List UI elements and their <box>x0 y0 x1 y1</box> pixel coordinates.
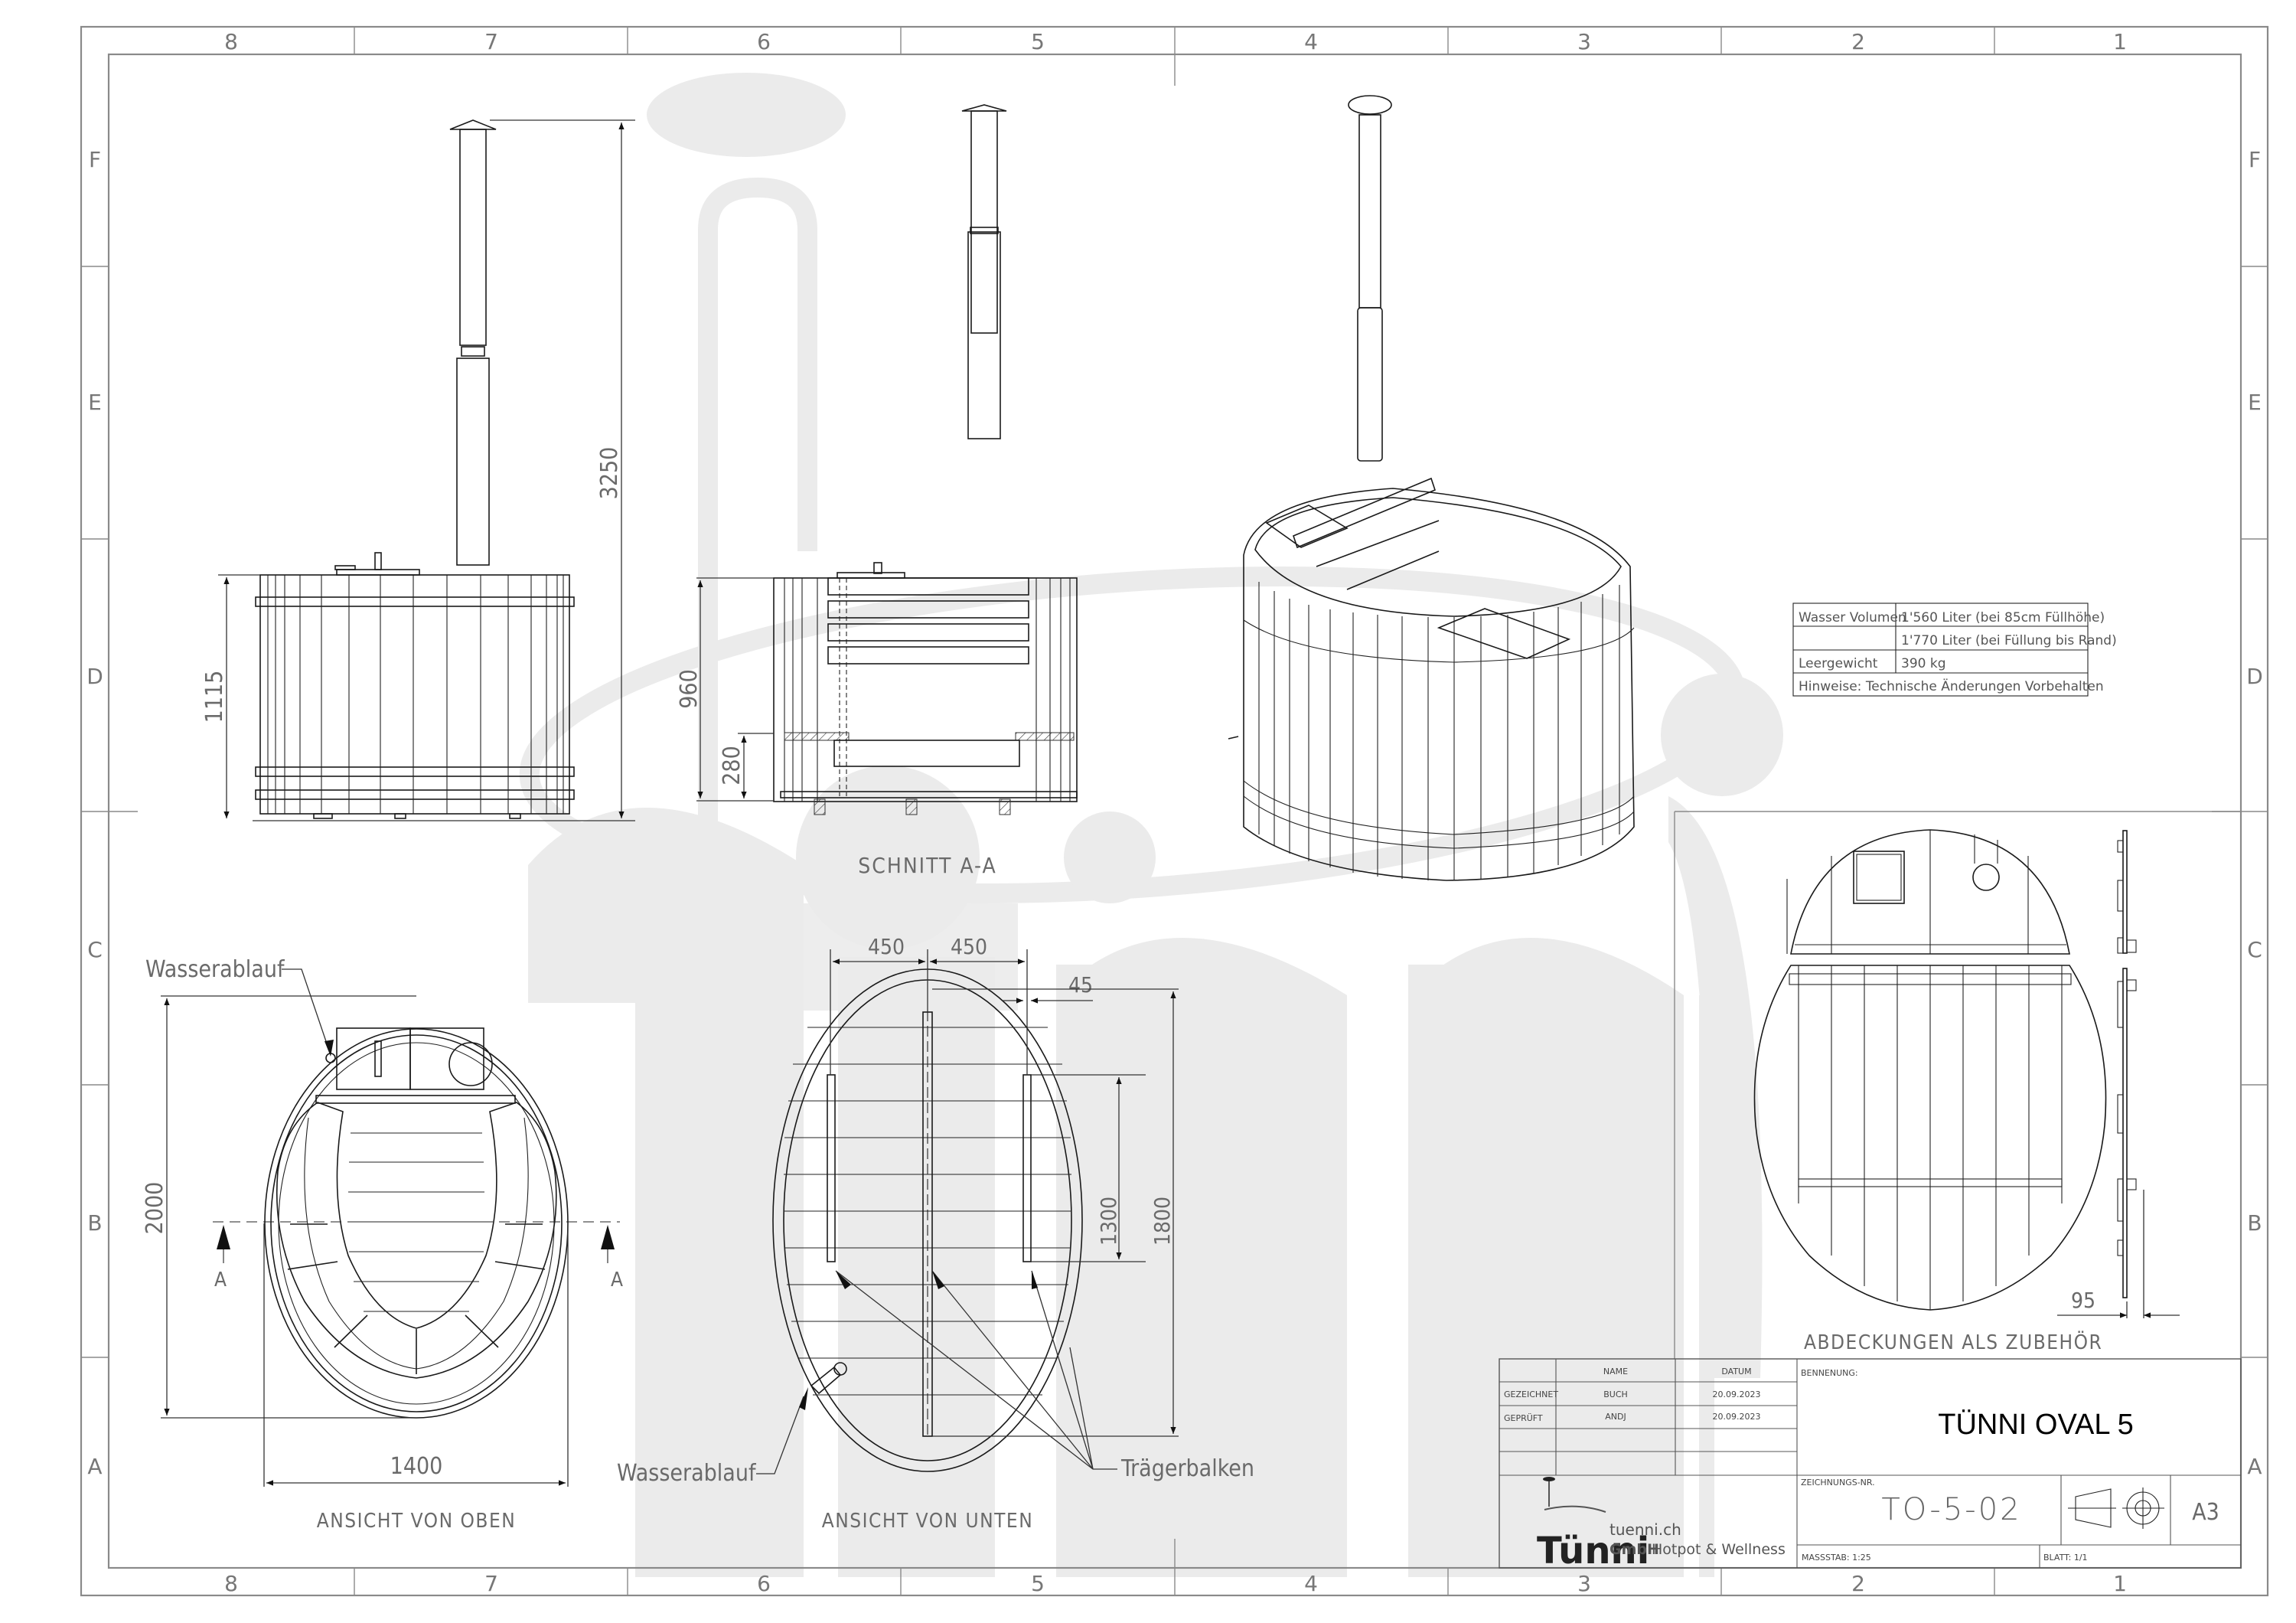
checked-date: 20.09.2023 <box>1713 1412 1761 1422</box>
company-logo: Tünni tuenni.ch GmbH Hotpot & Wellness <box>1537 1477 1786 1572</box>
dimension-960: 960 <box>676 669 703 709</box>
logo-wordmark: Tünni <box>1537 1530 1649 1572</box>
covers-view: 95 ABDECKUNGEN ALS ZUBEHÖR <box>1674 811 2241 1359</box>
zone-row-label: B <box>2247 1210 2262 1236</box>
drawn-name: BUCH <box>1603 1390 1628 1399</box>
dimension-95: 95 <box>2071 1288 2095 1313</box>
section-marker-right: A <box>611 1269 623 1292</box>
scale: MASSSTAB: 1:25 <box>1802 1553 1871 1563</box>
front-view: 3250 1115 <box>201 119 635 821</box>
zone-row-label: E <box>2248 390 2262 415</box>
zone-col-label: 8 <box>224 1571 238 1596</box>
header-name: NAME <box>1603 1367 1628 1376</box>
checked-label: GEPRÜFT <box>1504 1413 1543 1423</box>
zone-col-label: 7 <box>484 1571 498 1596</box>
top-view: A A 2000 1400 Wasserablauf ANSICHT VON O… <box>142 956 623 1533</box>
zone-row-label: A <box>87 1454 102 1479</box>
dimension-total-height: 3250 <box>596 447 623 500</box>
spec-note: Hinweise: Technische Änderungen Vorbehal… <box>1799 678 2104 694</box>
zone-col-label: 3 <box>1577 29 1591 54</box>
drawing-number-label: ZEICHNUNGS-NR. <box>1801 1478 1875 1487</box>
dimension-tub-height: 1115 <box>201 671 228 723</box>
zone-row-label: E <box>88 390 102 415</box>
zone-row-label: F <box>89 147 101 172</box>
section-marker-left: A <box>214 1269 227 1292</box>
zone-row-label: D <box>2246 664 2263 689</box>
covers-label: ABDECKUNGEN ALS ZUBEHÖR <box>1804 1330 2102 1354</box>
dimension-450-right: 450 <box>951 934 987 959</box>
beam-label: Trägerbalken <box>1120 1455 1254 1482</box>
dimension-width-1400: 1400 <box>390 1453 443 1480</box>
company-gmbh: GmbH <box>1609 1541 1659 1558</box>
zone-col-label: 7 <box>484 29 498 54</box>
zone-col-label: 6 <box>757 1571 771 1596</box>
zone-col-label: 5 <box>1031 29 1045 54</box>
dimension-1300: 1300 <box>1096 1197 1121 1246</box>
drain-label-top: Wasserablauf <box>145 956 285 983</box>
dimension-450-left: 450 <box>868 934 905 959</box>
watermark-logo <box>519 73 1783 1577</box>
zone-col-label: 1 <box>2113 29 2127 54</box>
top-view-label: ANSICHT VON OBEN <box>317 1510 516 1533</box>
zone-col-label: 2 <box>1851 29 1865 54</box>
title-block: NAME DATUM GEZEICHNET BUCH 20.09.2023 GE… <box>1499 1358 2242 1572</box>
drawing-title: TÜNNI OVAL 5 <box>1938 1409 2134 1441</box>
spec-value: 1'560 Liter (bei 85cm Füllhöhe) <box>1901 610 2105 625</box>
drawing-number: TO-5-02 <box>1881 1492 2021 1527</box>
zone-col-label: 1 <box>2113 1571 2127 1596</box>
bottom-view-label: ANSICHT VON UNTEN <box>822 1510 1033 1533</box>
dimension-1800: 1800 <box>1150 1197 1175 1246</box>
section-view-label: SCHNITT A-A <box>858 853 996 878</box>
isometric-view <box>1228 95 1635 881</box>
checked-name: ANDJ <box>1605 1412 1626 1422</box>
zone-row-label: C <box>87 937 103 962</box>
header-date: DATUM <box>1721 1367 1751 1376</box>
dimension-length-2000: 2000 <box>142 1182 168 1235</box>
zone-col-label: 8 <box>224 29 238 54</box>
paper-format: A3 <box>2192 1499 2219 1526</box>
section-view: 960 280 SCHNITT A-A <box>676 104 1078 878</box>
zone-col-label: 3 <box>1577 1571 1591 1596</box>
zone-row-label: F <box>2249 147 2261 172</box>
dimension-45: 45 <box>1068 972 1093 998</box>
company-tagline: Hotpot & Wellness <box>1652 1541 1786 1558</box>
spec-label: Wasser Volumen <box>1799 610 1906 625</box>
zone-col-label: 2 <box>1851 1571 1865 1596</box>
drawn-label: GEZEICHNET <box>1504 1390 1558 1399</box>
sheet-number: BLATT: 1/1 <box>2043 1553 2088 1563</box>
zone-row-label: C <box>2247 937 2262 962</box>
spec-value: 390 kg <box>1901 656 1946 671</box>
zone-col-label: 4 <box>1304 29 1318 54</box>
zone-col-label: 4 <box>1304 1571 1318 1596</box>
drain-label-bottom: Wasserablauf <box>617 1460 757 1487</box>
designation-label: BENNENUNG: <box>1801 1368 1858 1378</box>
spec-value: 1'770 Liter (bei Füllung bis Rand) <box>1901 633 2117 648</box>
spec-table: Wasser Volumen 1'560 Liter (bei 85cm Fül… <box>1792 603 2117 697</box>
drawn-date: 20.09.2023 <box>1713 1390 1761 1399</box>
bottom-view: 450 450 45 1300 1800 Trägerbalken Wasser… <box>617 934 1254 1533</box>
zone-col-label: 5 <box>1031 1571 1045 1596</box>
dimension-280: 280 <box>719 746 745 785</box>
zone-row-label: D <box>86 664 103 689</box>
spec-label: Leergewicht <box>1799 656 1878 671</box>
zone-row-label: A <box>2247 1454 2262 1479</box>
zone-row-label: B <box>87 1210 102 1236</box>
company-url: tuenni.ch <box>1609 1520 1681 1539</box>
drawing-frame: 8 7 6 5 4 3 2 1 8 7 6 5 4 3 2 1 F E D C … <box>80 25 2269 1597</box>
projection-symbol-icon <box>2068 1487 2164 1529</box>
zone-col-label: 6 <box>757 29 771 54</box>
